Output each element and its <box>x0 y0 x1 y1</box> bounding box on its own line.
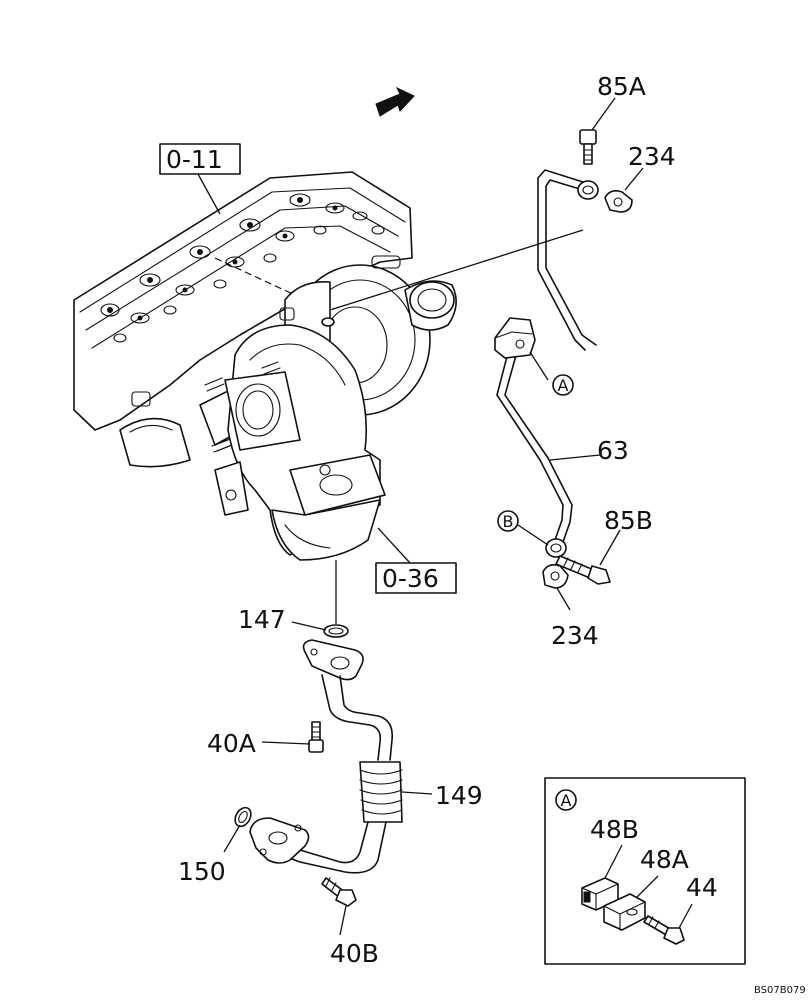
label-63: 63 <box>597 436 629 465</box>
label-234-bottom: 234 <box>551 621 599 650</box>
label-147: 147 <box>238 605 286 634</box>
svg-text:B: B <box>503 512 514 531</box>
label-48B: 48B <box>590 815 639 844</box>
washer-234-bottom <box>542 564 569 589</box>
label-0-11: 0-11 <box>166 145 223 174</box>
label-149: 149 <box>435 781 483 810</box>
ref-box-0-11 <box>159 143 241 215</box>
label-40B: 40B <box>330 939 379 968</box>
svg-text:A: A <box>561 791 572 810</box>
label-40A: 40A <box>207 729 256 758</box>
label-234-top: 234 <box>628 142 676 171</box>
marker-b-circle: B <box>497 510 519 532</box>
drawing-code: BS07B079 <box>754 985 806 996</box>
bolt-85A <box>579 129 597 165</box>
label-0-36: 0-36 <box>382 564 439 593</box>
bolt-40A <box>308 721 324 753</box>
turbocharger <box>131 255 457 561</box>
marker-a-circle: A <box>552 374 574 396</box>
label-85A: 85A <box>597 72 646 101</box>
label-48A: 48A <box>640 845 689 874</box>
front-arrow-icon <box>375 86 415 117</box>
washer-234-top <box>604 190 633 213</box>
gasket-150 <box>234 806 252 828</box>
label-85B: 85B <box>604 506 653 535</box>
bolt-40B <box>321 877 357 907</box>
oil-return-pipe-149 <box>249 560 403 874</box>
inset-detail-a: A 48B 48A 44 <box>544 777 746 965</box>
oil-feed-pipe-63 <box>329 169 599 558</box>
label-150: 150 <box>178 857 226 886</box>
leader-lines <box>223 97 644 936</box>
label-44: 44 <box>686 873 718 902</box>
ref-box-0-36 <box>375 527 457 594</box>
svg-text:A: A <box>558 376 569 395</box>
bolt-85B <box>555 555 611 585</box>
